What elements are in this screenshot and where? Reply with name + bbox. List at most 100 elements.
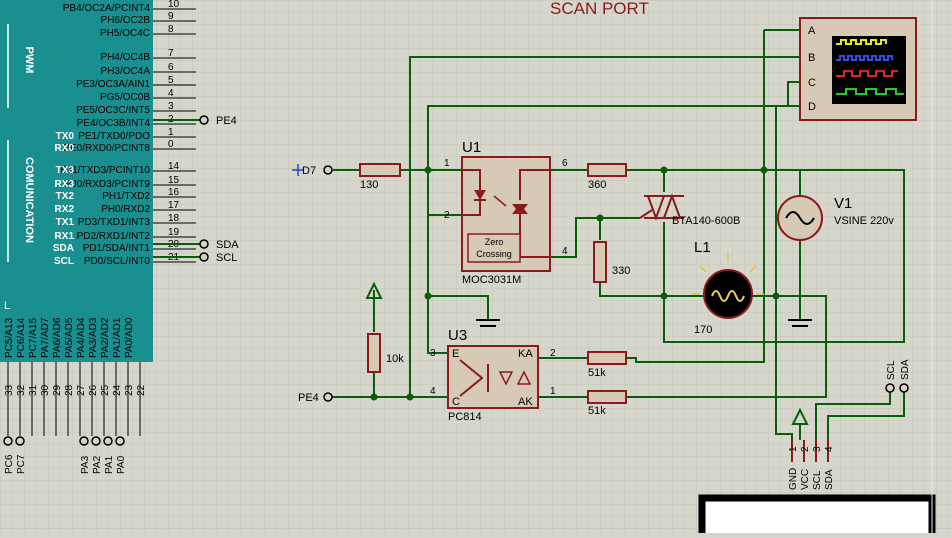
- mcu-bottom-pin-number: 29: [52, 384, 63, 396]
- mcu-pin-alt: RX3: [55, 179, 75, 190]
- mcu-bottom-pin-name: PA2/AD2: [100, 317, 111, 358]
- mcu-pin-name: PH5/OC4C: [100, 28, 150, 39]
- header-pin-number: 2: [800, 446, 811, 452]
- lamp-l1[interactable]: L1 170: [692, 239, 764, 336]
- mcu-bottom-pin-name: PC7/A15: [28, 318, 39, 358]
- header-pin-name: VCC: [800, 469, 811, 490]
- mcu-pin-number: 0: [168, 139, 174, 150]
- svg-text:6: 6: [562, 158, 568, 169]
- mcu-bottom-pin-number: 27: [76, 384, 87, 396]
- u1-moc3031m[interactable]: U1 1 2 6 4 Zero Crossing MOC3031M: [444, 139, 568, 286]
- resistor-51k-a[interactable]: 51k: [587, 351, 627, 379]
- mcu-terminal-label: PA2: [92, 455, 103, 474]
- svg-text:Crossing: Crossing: [476, 249, 512, 259]
- mcu-pin-number: 16: [168, 187, 180, 198]
- mcu-terminal[interactable]: [3, 436, 13, 446]
- svg-text:1: 1: [444, 158, 450, 169]
- mcu-pin-number: 10: [168, 0, 180, 10]
- mcu-bottom-pin-number: 30: [40, 384, 51, 396]
- scope-channel-c: C: [808, 77, 816, 89]
- triac-bta140[interactable]: BTA140-600B: [639, 193, 740, 227]
- mcu-pin-name: PJ1/TXD3/PCINT10: [61, 165, 151, 176]
- mcu-pin-alt: TX3: [56, 165, 75, 176]
- l-group-label: L: [4, 300, 10, 312]
- svg-text:2: 2: [444, 210, 450, 221]
- sda-terminal-label: SDA: [216, 239, 239, 251]
- header-pin-name: GND: [788, 468, 799, 490]
- d7-terminal[interactable]: D7: [292, 164, 316, 177]
- triac-part: BTA140-600B: [672, 215, 740, 227]
- mcu-terminal[interactable]: [115, 436, 125, 446]
- mcu-bottom-pin-number: 28: [64, 384, 75, 396]
- mcu-body: [0, 0, 153, 362]
- mcu-terminal-label: PA1: [104, 455, 115, 474]
- svg-text:AK: AK: [518, 396, 533, 408]
- mcu-bottom-pin-number: 24: [112, 384, 123, 396]
- power-arrow-icon: [365, 281, 383, 299]
- mcu-terminal[interactable]: [79, 436, 89, 446]
- u1-part: MOC3031M: [462, 274, 521, 286]
- lcd-module-partial[interactable]: [698, 494, 936, 538]
- scope-channel-b: B: [808, 52, 815, 64]
- mcu-bottom-pin-name: PA3/AD3: [88, 317, 99, 358]
- svg-text:51k: 51k: [588, 405, 606, 417]
- lamp-value: 170: [694, 324, 712, 336]
- svg-text:2: 2: [550, 348, 556, 359]
- mcu-terminal-label: PC7: [16, 454, 27, 474]
- u3-pc814[interactable]: U3 3 4 2 1 E C KA AK PC814: [430, 327, 556, 423]
- wires: [153, 29, 905, 440]
- mcu-pin-alt: TX2: [56, 191, 75, 202]
- mcu-bottom-pin-number: 26: [88, 384, 99, 396]
- mcu-pin-number: 3: [168, 101, 174, 112]
- mcu-pin-name: PG5/OC0B: [100, 92, 150, 103]
- mcu-pin-number: 9: [168, 11, 174, 22]
- d7-terminal-label: D7: [302, 165, 316, 177]
- sda-right-label: SDA: [900, 359, 911, 380]
- mcu-right-pins: 10PB4/OC2A/PCINT49PH6/OC2B8PH5/OC4C7PH4/…: [53, 0, 196, 267]
- header-pin-number: 1: [788, 446, 799, 452]
- svg-text:10k: 10k: [386, 353, 404, 365]
- mcu-pin-number: 8: [168, 24, 174, 35]
- svg-text:130: 130: [360, 179, 378, 191]
- scl-terminal-label: SCL: [216, 252, 237, 264]
- mcu-terminal[interactable]: [15, 436, 25, 446]
- mcu-pin-name: PH0/RXD2: [101, 204, 150, 215]
- resistor-51k-b[interactable]: 51k: [587, 390, 627, 417]
- scope-channel-d: D: [808, 101, 816, 113]
- mcu-bottom-pin-name: PC5/A13: [4, 318, 15, 358]
- mcu-pin-number: 17: [168, 200, 180, 211]
- mcu-terminal[interactable]: [91, 436, 101, 446]
- oscilloscope[interactable]: A B C D: [799, 17, 917, 121]
- svg-text:4: 4: [430, 386, 436, 397]
- ground-symbol: [788, 319, 812, 327]
- i2c-terminals[interactable]: SCL SDA: [885, 359, 911, 393]
- mcu-pin-number: 4: [168, 88, 174, 99]
- mcu-pin-alt: RX0: [55, 143, 75, 154]
- svg-text:Zero: Zero: [485, 237, 504, 247]
- pe4-terminal-label: PE4: [216, 115, 237, 127]
- svg-text:330: 330: [612, 265, 630, 277]
- mcu-bottom-pin-number: 25: [100, 384, 111, 396]
- mcu-terminal[interactable]: [103, 436, 113, 446]
- mcu-pin-name: PE0/RXD0/PCINT8: [63, 143, 150, 154]
- mcu-pin-number: 6: [168, 62, 174, 73]
- pwm-group-label: PWM: [23, 47, 35, 74]
- pe4-input-label: PE4: [298, 392, 319, 404]
- ac-source-v1[interactable]: V1 VSINE 220v: [777, 195, 894, 241]
- header-pin-number: 4: [824, 446, 835, 452]
- source-ref: V1: [834, 195, 852, 212]
- mcu-terminal-label: PA0: [116, 455, 127, 474]
- resistor-130[interactable]: 130: [359, 163, 401, 191]
- ground-symbol: [476, 319, 500, 327]
- resistor-330[interactable]: 330: [593, 241, 630, 283]
- resistor-360[interactable]: 360: [587, 163, 627, 191]
- mcu-bottom-pin-name: PA1/AD1: [112, 317, 123, 358]
- mcu-pin-name: PE5/OC3C/INT5: [76, 105, 150, 116]
- mcu-terminal-label: PC6: [4, 454, 15, 474]
- mcu-terminal-label: PA3: [80, 455, 91, 474]
- resistor-10k[interactable]: 10k: [367, 333, 404, 373]
- mcu-arduino-mega[interactable]: 10PB4/OC2A/PCINT49PH6/OC2B8PH5/OC4C7PH4/…: [0, 0, 196, 474]
- scan-port-title: SCAN PORT: [550, 0, 649, 18]
